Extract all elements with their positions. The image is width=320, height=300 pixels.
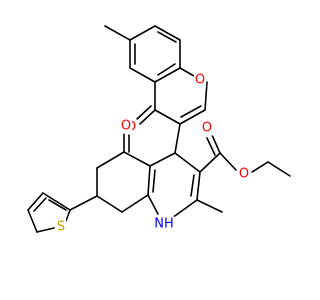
bond bbox=[211, 134, 221, 154]
bond bbox=[96, 195, 123, 213]
bond bbox=[179, 67, 195, 77]
ketone-oxygen-label: O bbox=[121, 119, 131, 134]
bond bbox=[154, 67, 181, 83]
bond bbox=[104, 25, 131, 41]
bond bbox=[204, 81, 208, 111]
bond bbox=[219, 152, 237, 171]
atom-label-background bbox=[237, 166, 251, 182]
bond bbox=[147, 194, 159, 215]
atom-label-background bbox=[200, 120, 214, 136]
bond bbox=[96, 151, 125, 169]
bond bbox=[157, 31, 177, 43]
bond bbox=[206, 137, 216, 156]
ester-carbonyl-oxygen-label: O bbox=[202, 121, 212, 136]
bond bbox=[121, 194, 149, 213]
bond bbox=[69, 195, 98, 211]
bond bbox=[33, 197, 47, 212]
bond bbox=[123, 151, 151, 167]
atom-label-background bbox=[193, 72, 207, 88]
bond bbox=[154, 25, 181, 41]
bond bbox=[174, 123, 181, 154]
bond bbox=[174, 152, 201, 173]
bond bbox=[251, 161, 269, 173]
bond-lines bbox=[27, 25, 291, 233]
nh-label: NH bbox=[154, 217, 174, 232]
bond bbox=[196, 199, 223, 213]
bond bbox=[199, 152, 221, 173]
thiophene-sulfur-label: S bbox=[57, 220, 65, 235]
bond bbox=[136, 105, 152, 120]
bond bbox=[171, 199, 198, 219]
bond bbox=[196, 171, 201, 201]
pyranone-ring-oxygen-label: O bbox=[195, 73, 205, 88]
bond bbox=[154, 109, 181, 125]
bond bbox=[190, 174, 195, 197]
bond bbox=[157, 63, 176, 76]
bond bbox=[65, 209, 71, 222]
chemical-structure-diagram: O O O O O S NH bbox=[27, 25, 291, 235]
bond bbox=[27, 209, 38, 233]
bond bbox=[152, 169, 156, 193]
bond bbox=[267, 161, 291, 177]
atom-labels: O O O O O S NH bbox=[55, 72, 251, 235]
atom-label-background bbox=[153, 216, 175, 232]
structure-canvas: O O O O O S NH bbox=[27, 25, 291, 235]
atom-label-background bbox=[55, 219, 67, 235]
bond bbox=[180, 105, 202, 118]
bond bbox=[179, 109, 206, 125]
bond bbox=[48, 199, 67, 211]
bond bbox=[27, 192, 44, 211]
ester-ether-oxygen-label: O bbox=[239, 167, 249, 182]
bond bbox=[129, 25, 156, 41]
atom-label-background bbox=[119, 118, 133, 134]
bond bbox=[147, 165, 151, 196]
bond bbox=[139, 109, 156, 125]
bond bbox=[36, 227, 55, 233]
bond bbox=[42, 192, 71, 211]
bond bbox=[129, 67, 156, 83]
bond bbox=[149, 152, 176, 167]
